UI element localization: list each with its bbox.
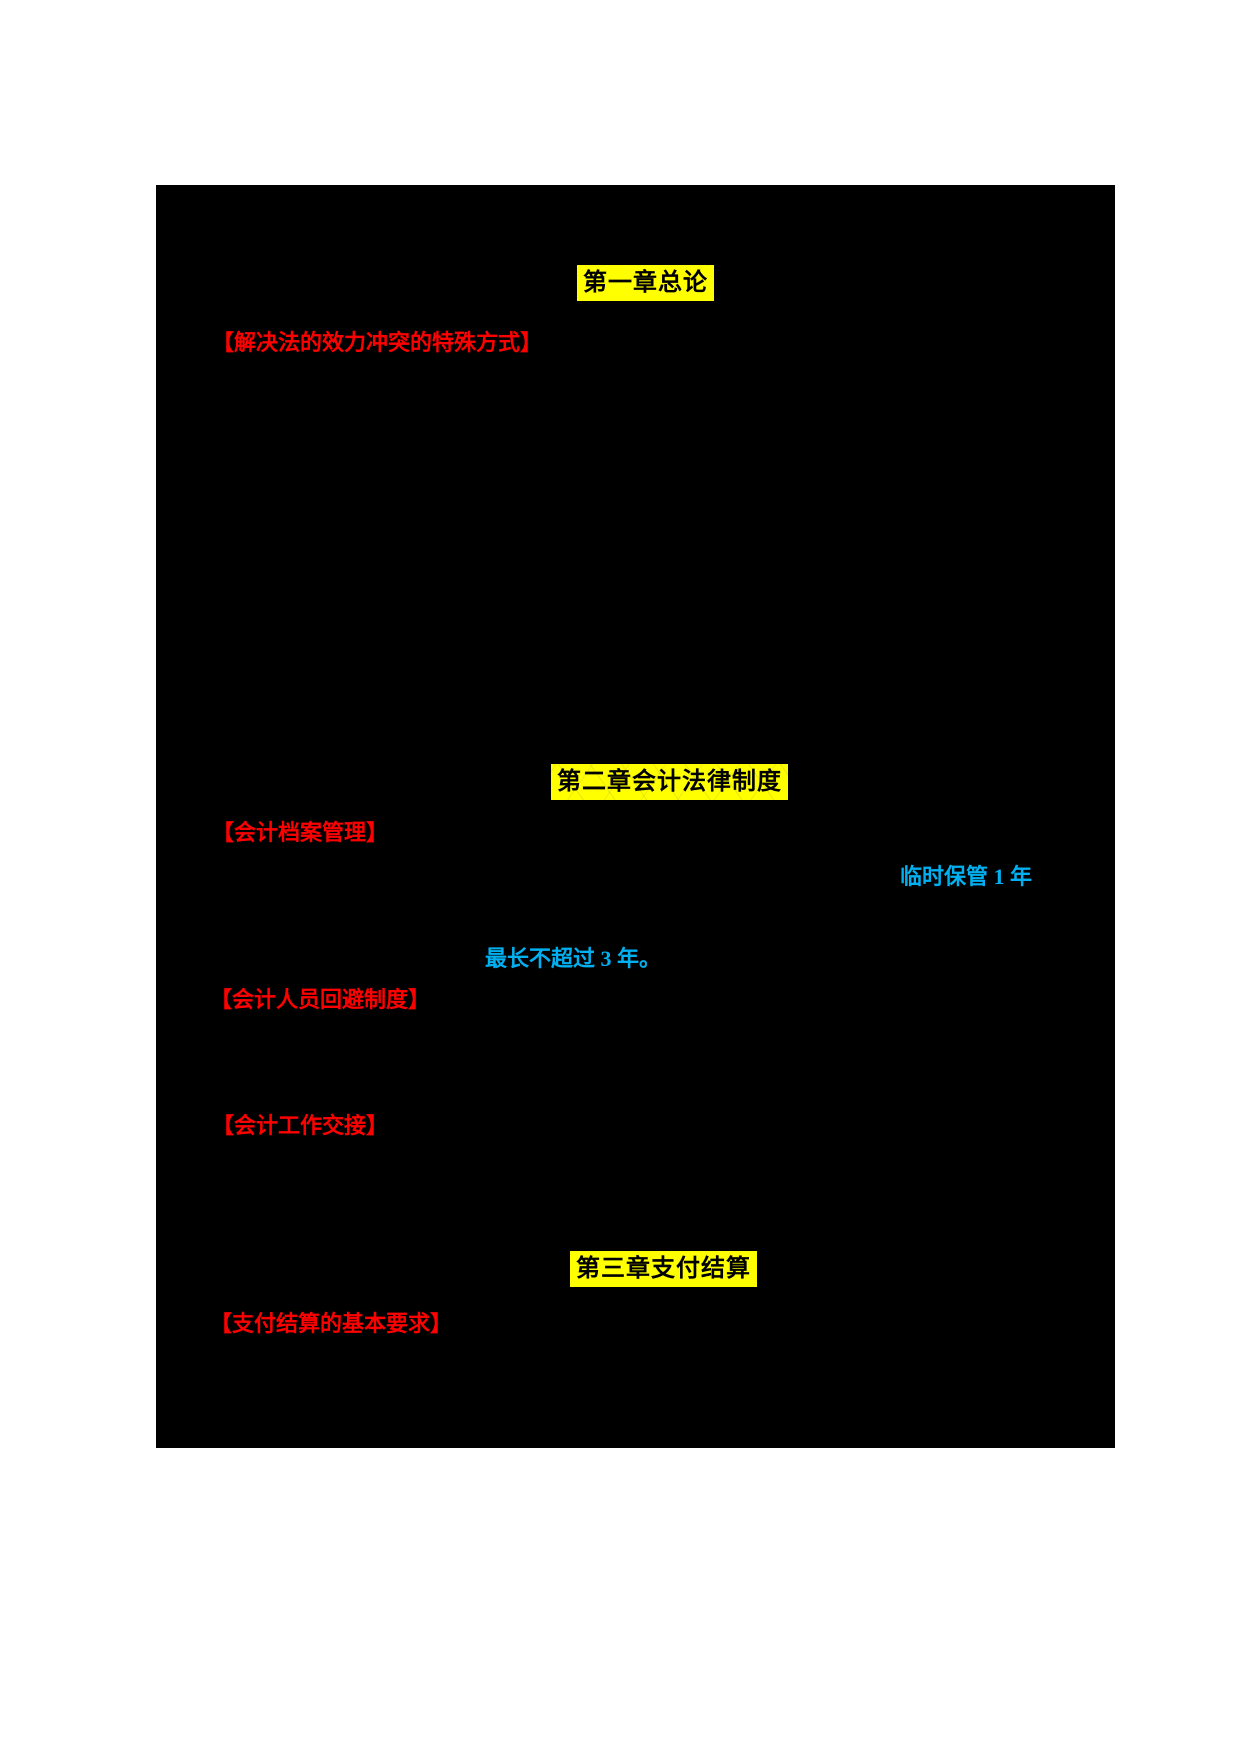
section-heading-payment-settlement-basics: 【支付结算的基本要求】 [210, 1311, 453, 1336]
section-heading-accountant-recusal: 【会计人员回避制度】 [210, 987, 431, 1012]
chapter-heading-3: 第三章支付结算 [570, 1251, 757, 1287]
section-heading-accounting-archives: 【会计档案管理】 [212, 820, 389, 845]
chapter-heading-2: 第二章会计法律制度 [551, 764, 788, 800]
emphasis-note-max-three-years: 最长不超过 3 年。 [485, 946, 662, 971]
section-heading-work-handover: 【会计工作交接】 [212, 1113, 389, 1138]
chapter-heading-1: 第一章总论 [577, 265, 714, 301]
section-heading-law-conflict: 【解决法的效力冲突的特殊方式】 [212, 330, 543, 355]
page-body-black-canvas: 第一章总论 【解决法的效力冲突的特殊方式】 第二章会计法律制度 【会计档案管理】… [156, 185, 1115, 1448]
emphasis-note-temporary-custody: 临时保管 1 年 [900, 864, 1033, 889]
